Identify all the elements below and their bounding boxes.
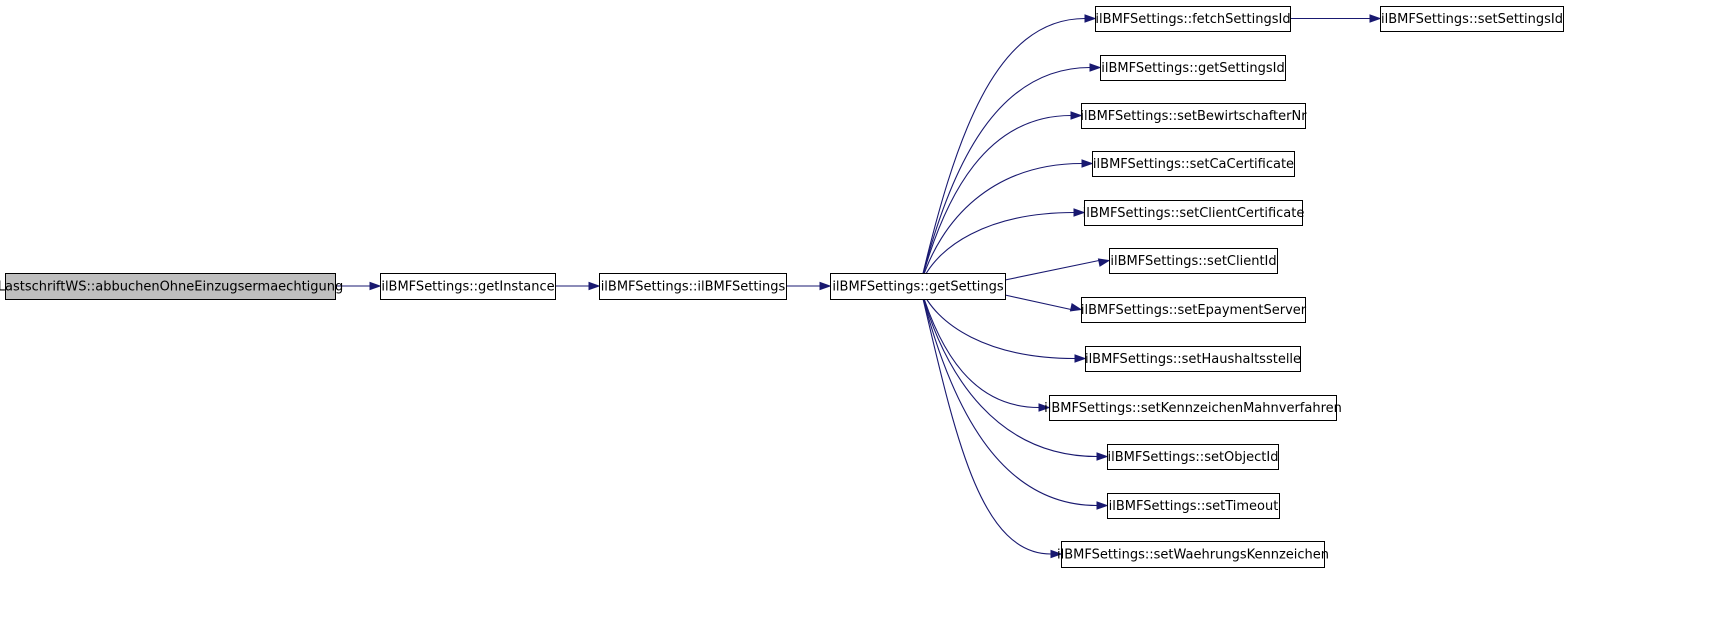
node-n7[interactable]: ilBMFSettings::setBewirtschafterNr — [1080, 103, 1307, 129]
edge-line — [919, 162, 1083, 287]
node-label: ilBMFSettings::fetchSettingsId — [1095, 12, 1290, 27]
edge-n3-to-n4 — [919, 14, 1097, 287]
arrow-head — [1081, 159, 1094, 168]
arrow-head — [1073, 208, 1086, 217]
node-box[interactable] — [1084, 200, 1303, 226]
node-n5[interactable]: ilBMFSettings::setSettingsId — [1380, 6, 1564, 32]
node-n1[interactable]: ilBMFSettings::getInstance — [380, 273, 556, 300]
arrow-head — [1096, 452, 1109, 461]
node-box[interactable] — [830, 273, 1006, 300]
node-n16[interactable]: ilBMFSettings::setWaehrungsKennzeichen — [1057, 541, 1329, 568]
edge-n1-to-n2 — [555, 281, 601, 291]
node-label: ilBMFSettings::setWaehrungsKennzeichen — [1057, 548, 1329, 563]
node-label: ilBMFSettings::setHaushaltsstelle — [1085, 352, 1301, 367]
node-label: ilBMFSettings::getSettings — [832, 280, 1004, 295]
node-n8[interactable]: ilBMFSettings::setCaCertificate — [1092, 151, 1295, 177]
node-label: ilBMFSettings::setKennzeichenMahnverfahr… — [1044, 401, 1342, 416]
node-box[interactable] — [1049, 395, 1337, 421]
edge-line — [919, 66, 1091, 287]
edge-n3-to-n9 — [919, 208, 1086, 287]
node-n14[interactable]: ilBMFSettings::setObjectId — [1107, 444, 1279, 470]
node-label: ilBMFSettings::setTimeout — [1109, 499, 1279, 514]
node-box[interactable] — [1107, 444, 1279, 470]
node-box[interactable] — [1085, 346, 1301, 372]
node-n12[interactable]: ilBMFSettings::setHaushaltsstelle — [1085, 346, 1301, 372]
node-label: ilBMFSettings::setBewirtschafterNr — [1080, 109, 1307, 124]
edge-line — [919, 211, 1075, 287]
edge-n3-to-n10 — [1004, 258, 1111, 281]
node-label: ilBMFSettings::setObjectId — [1108, 450, 1279, 465]
node-label: ilBMFSettings::setEpaymentServer — [1081, 303, 1307, 318]
edge-line — [919, 114, 1072, 287]
node-box[interactable] — [1061, 541, 1325, 568]
node-n3[interactable]: ilBMFSettings::getSettings — [830, 273, 1006, 300]
arrow-head — [369, 281, 382, 291]
edge-n3-to-n16 — [919, 285, 1063, 559]
arrow-head — [1069, 303, 1083, 312]
edge-n3-to-n14 — [919, 285, 1109, 461]
edge-line — [919, 285, 1040, 409]
node-label: ilBMFSettings::setSettingsId — [1381, 12, 1563, 27]
node-box[interactable] — [599, 273, 787, 300]
edge-n3-to-n6 — [919, 63, 1102, 287]
arrow-head — [1038, 403, 1051, 412]
node-label: LastschriftWS::abbuchenOhneEinzugsermaec… — [0, 280, 343, 295]
root-node-box[interactable] — [5, 273, 336, 300]
arrow-head — [588, 281, 601, 291]
edge-line — [919, 17, 1086, 287]
node-label: ilBMFSettings::setCaCertificate — [1093, 157, 1294, 172]
node-n10[interactable]: ilBMFSettings::setClientId — [1109, 248, 1278, 274]
edge-n4-to-n5 — [1290, 14, 1382, 23]
arrow-head — [1074, 354, 1087, 363]
edge-n3-to-n11 — [1004, 294, 1083, 312]
edge-n2-to-n3 — [786, 281, 832, 291]
arrow-head — [1097, 258, 1111, 267]
node-n15[interactable]: ilBMFSettings::setTimeout — [1107, 493, 1280, 519]
edge-line — [919, 285, 1098, 458]
arrow-head — [1050, 549, 1063, 559]
node-label: ilBMFSettings::setClientCertificate — [1083, 206, 1305, 221]
node-box[interactable] — [1095, 6, 1291, 32]
node-box[interactable] — [1100, 55, 1286, 81]
arrow-head — [1070, 111, 1083, 120]
edge-line — [1004, 259, 1100, 281]
node-box[interactable] — [380, 273, 556, 300]
edges-layer — [335, 14, 1382, 559]
node-n11[interactable]: ilBMFSettings::setEpaymentServer — [1081, 297, 1307, 323]
node-n13[interactable]: ilBMFSettings::setKennzeichenMahnverfahr… — [1044, 395, 1342, 421]
node-n9[interactable]: ilBMFSettings::setClientCertificate — [1083, 200, 1305, 226]
edge-n3-to-n8 — [919, 159, 1094, 287]
edge-n3-to-n13 — [919, 285, 1051, 412]
node-n6[interactable]: ilBMFSettings::getSettingsId — [1100, 55, 1286, 81]
node-box[interactable] — [1092, 151, 1295, 177]
edge-line — [919, 285, 1052, 555]
node-box[interactable] — [1107, 493, 1280, 519]
edge-n3-to-n15 — [919, 285, 1109, 510]
node-box[interactable] — [1081, 103, 1306, 129]
arrow-head — [819, 281, 832, 291]
node-n2[interactable]: ilBMFSettings::ilBMFSettings — [599, 273, 787, 300]
nodes-layer: LastschriftWS::abbuchenOhneEinzugsermaec… — [0, 6, 1564, 568]
arrow-head — [1089, 63, 1102, 72]
edge-line — [1004, 294, 1072, 311]
arrow-head — [1369, 14, 1382, 23]
node-label: ilBMFSettings::getInstance — [381, 280, 554, 295]
node-label: ilBMFSettings::setClientId — [1110, 254, 1276, 269]
node-box[interactable] — [1380, 6, 1564, 32]
arrow-head — [1084, 14, 1097, 23]
node-box[interactable] — [1081, 297, 1306, 323]
node-n0[interactable]: LastschriftWS::abbuchenOhneEinzugsermaec… — [0, 273, 343, 300]
node-label: ilBMFSettings::ilBMFSettings — [601, 280, 786, 295]
edge-n3-to-n7 — [919, 111, 1083, 287]
edge-line — [919, 285, 1098, 507]
node-box[interactable] — [1109, 248, 1278, 274]
edge-n0-to-n1 — [335, 281, 382, 291]
arrow-head — [1096, 501, 1109, 510]
node-label: ilBMFSettings::getSettingsId — [1101, 61, 1284, 76]
node-n4[interactable]: ilBMFSettings::fetchSettingsId — [1095, 6, 1291, 32]
